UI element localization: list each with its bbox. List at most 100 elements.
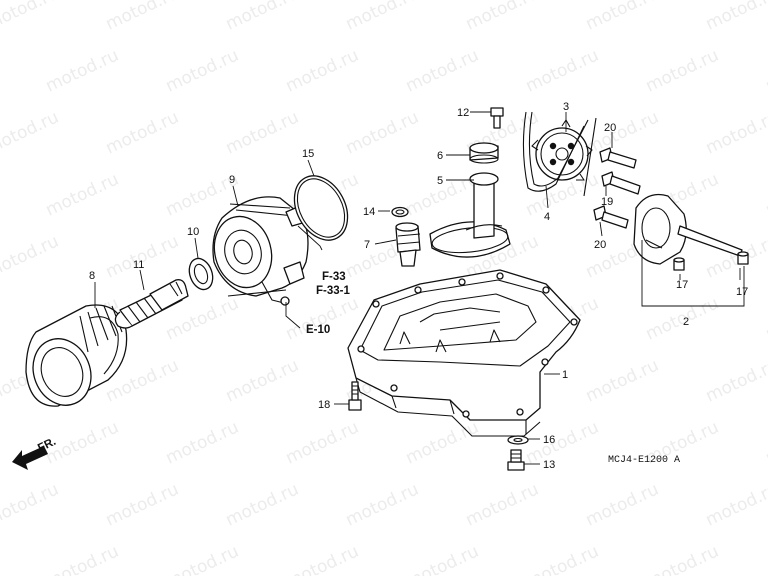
- watermark-text: motod.ru: [103, 0, 182, 35]
- watermark-text: motod.ru: [703, 479, 768, 530]
- watermark-text: motod.ru: [103, 231, 182, 282]
- oil-filter-part[interactable]: [23, 304, 128, 414]
- watermark-text: motod.ru: [583, 107, 662, 158]
- bolt-19-part[interactable]: [601, 171, 641, 195]
- watermark-text: motod.ru: [403, 417, 482, 468]
- watermark-text: motod.ru: [403, 541, 482, 576]
- oil-filter-joint-part[interactable]: [114, 279, 189, 329]
- callout-4: 4: [544, 211, 550, 223]
- watermark-text: motod.ru: [0, 107, 62, 158]
- callout-9: 9: [229, 174, 235, 186]
- leader-lines: [94, 111, 745, 465]
- watermark-text: motod.ru: [763, 541, 768, 576]
- watermark-text: motod.ru: [43, 169, 122, 220]
- watermark-text: motod.ru: [0, 231, 62, 282]
- watermark-text: motod.ru: [463, 479, 542, 530]
- watermark-text: motod.ru: [523, 541, 602, 576]
- watermark-text: motod.ru: [643, 541, 722, 576]
- callout-13: 13: [543, 459, 555, 471]
- oil-pump-part[interactable]: [633, 193, 743, 265]
- watermark-text: motod.ru: [703, 355, 768, 406]
- watermark-text: motod.ru: [343, 107, 422, 158]
- callout-14: 14: [363, 206, 375, 218]
- callout-8: 8: [89, 270, 95, 282]
- oil-cooler-part[interactable]: [207, 196, 309, 306]
- bolt-12-part[interactable]: [490, 107, 504, 129]
- bolt-18-part[interactable]: [348, 381, 362, 411]
- watermark-text: motod.ru: [763, 417, 768, 468]
- watermark-text: motod.ru: [703, 107, 768, 158]
- relief-valve-part[interactable]: [395, 222, 421, 267]
- callout-3: 3: [563, 101, 569, 113]
- watermark-text: motod.ru: [0, 0, 62, 35]
- watermark-text: motod.ru: [283, 541, 362, 576]
- watermark-text: motod.ru: [643, 45, 722, 96]
- callout-10: 10: [187, 226, 199, 238]
- callout-15: 15: [302, 148, 314, 160]
- bolt-20-upper-part[interactable]: [599, 147, 637, 169]
- oil-pump-sprocket-part[interactable]: [531, 119, 593, 181]
- watermark-text: motod.ru: [103, 107, 182, 158]
- callout-2: 2: [683, 316, 689, 328]
- watermark-text: motod.ru: [283, 45, 362, 96]
- watermark-text: motod.ru: [223, 107, 302, 158]
- callout-20-upper: 20: [604, 122, 616, 134]
- watermark-text: motod.ru: [283, 417, 362, 468]
- watermark-text: motod.ru: [343, 0, 422, 35]
- callout-20-lower: 20: [594, 239, 606, 251]
- o-ring-10-part[interactable]: [185, 255, 217, 293]
- watermark-text: motod.ru: [703, 0, 768, 35]
- ref-f33-1[interactable]: F-33-1: [316, 285, 350, 297]
- o-ring-14-part[interactable]: [391, 206, 409, 218]
- watermark-text: motod.ru: [583, 0, 662, 35]
- watermark-text: motod.ru: [43, 541, 122, 576]
- watermark-text: motod.ru: [343, 479, 422, 530]
- watermark-text: motod.ru: [403, 45, 482, 96]
- drain-bolt-part[interactable]: [507, 449, 525, 471]
- callout-16: 16: [543, 434, 555, 446]
- watermark-text: motod.ru: [223, 479, 302, 530]
- watermark-text: motod.ru: [463, 0, 542, 35]
- o-ring-15-part[interactable]: [284, 167, 358, 250]
- watermark-text: motod.ru: [163, 541, 242, 576]
- strainer-seal-part[interactable]: [469, 142, 499, 164]
- watermark-text: motod.ru: [583, 355, 662, 406]
- oil-pan-part[interactable]: [347, 269, 581, 437]
- oil-pump-chain-part[interactable]: [522, 111, 597, 197]
- callout-6: 6: [437, 150, 443, 162]
- watermark-text: motod.ru: [763, 293, 768, 344]
- callout-19: 19: [601, 196, 613, 208]
- watermark-text: motod.ru: [223, 0, 302, 35]
- callout-18: 18: [318, 399, 330, 411]
- callout-7: 7: [364, 239, 370, 251]
- watermark-text: motod.ru: [43, 45, 122, 96]
- callout-1: 1: [562, 369, 568, 381]
- watermark-text: motod.ru: [223, 355, 302, 406]
- watermark-text: motod.ru: [763, 169, 768, 220]
- watermark-text: motod.ru: [523, 417, 602, 468]
- oil-strainer-part[interactable]: [429, 172, 511, 258]
- sealing-washer-part[interactable]: [507, 435, 529, 445]
- callout-5: 5: [437, 175, 443, 187]
- callout-11: 11: [133, 259, 144, 271]
- watermark-text: motod.ru: [103, 479, 182, 530]
- watermark-text: motod.ru: [523, 45, 602, 96]
- callout-17-right: 17: [736, 286, 748, 298]
- callout-17-left: 17: [676, 279, 688, 291]
- dowel-pin-17b-part[interactable]: [737, 251, 749, 265]
- watermark-text: motod.ru: [583, 479, 662, 530]
- bolt-20-lower-part[interactable]: [593, 205, 629, 229]
- callout-labels: 8 11 10 9 15 14 7 6 5 12 3 4 20 19 20 17…: [89, 101, 748, 471]
- watermark-text: motod.ru: [163, 45, 242, 96]
- watermark-text: motod.ru: [763, 45, 768, 96]
- watermark-text: motod.ru: [163, 417, 242, 468]
- ref-e10[interactable]: E-10: [306, 324, 330, 336]
- ref-f33[interactable]: F-33: [322, 271, 346, 283]
- watermark-text: motod.ru: [0, 479, 62, 530]
- diagram-code: MCJ4-E1200 A: [608, 455, 680, 466]
- callout-12: 12: [457, 107, 469, 119]
- dowel-pin-17a-part[interactable]: [673, 257, 685, 271]
